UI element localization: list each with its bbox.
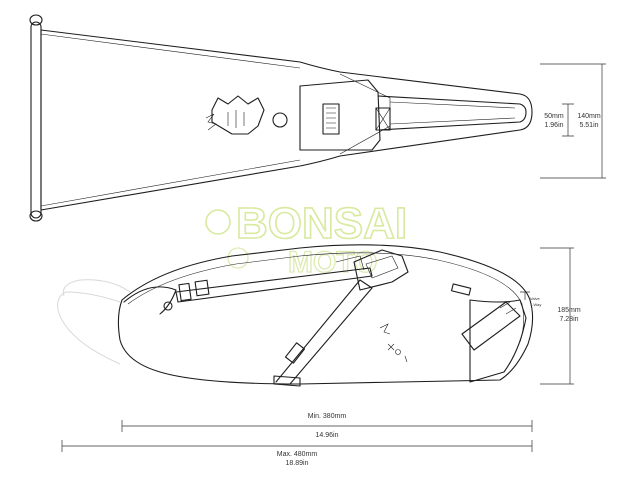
top-emblem [205, 95, 265, 135]
side-diagonal-strap-buckle [284, 342, 306, 364]
side-strap-anchor [163, 301, 173, 311]
valve-label-2: 1-Way [530, 302, 541, 307]
top-logo-patch-lines [326, 107, 336, 129]
top-tail [377, 95, 527, 131]
strap-width-in: 1.96in [544, 122, 563, 129]
top-view: 140mm 5.51in 50mm 1.96in [29, 14, 606, 222]
top-tail-inner [389, 101, 516, 125]
height-dimension: 185mm 7.28in [540, 247, 581, 385]
min-length-dimension: Min. 380mm 14.96in [121, 413, 533, 439]
side-roll-top [123, 286, 177, 315]
valve-callout: Valve 1-Way [520, 291, 541, 307]
top-width-mm: 140mm [577, 113, 601, 120]
side-strap-adjuster [194, 279, 210, 297]
top-roll-cap-bottom [29, 210, 43, 222]
cross-icon [387, 343, 395, 351]
watermark-text: BONSAI [236, 199, 407, 248]
top-width-dimension: 140mm 5.51in [540, 63, 606, 179]
dot-icon [395, 349, 401, 355]
side-mount-bracket-inner [365, 255, 399, 279]
side-strap-buckle [178, 282, 192, 302]
side-view: Valve 1-Way 185mm 7.28in Min. 380mm 14.9… [57, 244, 581, 467]
watermark: BONSAI MOTO [205, 198, 408, 280]
max-length-mm: Max. 480mm [277, 451, 318, 458]
height-in: 7.28in [559, 316, 578, 323]
top-tail-strap [339, 73, 391, 155]
top-roll-end [30, 21, 42, 219]
side-mount-tab [335, 255, 365, 271]
side-ghost-roll [62, 279, 131, 297]
top-body-outline [40, 29, 533, 211]
top-roll-cap-top [29, 14, 43, 26]
bar-icon [404, 355, 408, 363]
top-buckle [375, 107, 391, 131]
side-tail-panel [469, 299, 527, 383]
top-mount-plate [299, 79, 381, 151]
bike-icon [379, 323, 391, 335]
side-body-outline [117, 244, 534, 385]
min-length-mm: Min. 380mm [308, 413, 347, 420]
side-strap-base-clip [273, 375, 301, 387]
side-diagonal-strap [275, 279, 373, 385]
strap-width-dimension: 50mm 1.96in [544, 103, 574, 137]
top-eyelet [272, 112, 288, 128]
side-mount-bracket [353, 249, 409, 291]
height-mm: 185mm [557, 307, 581, 314]
valve-label-1: Valve [530, 296, 540, 301]
watermark-sub-text: MOTO [288, 246, 377, 279]
side-compression-strap [175, 267, 373, 303]
side-valve-detail [499, 301, 517, 315]
top-logo-patch [322, 103, 340, 135]
top-width-in: 5.51in [579, 122, 598, 129]
side-brand-patch [450, 283, 472, 296]
top-body-inner-line [40, 33, 301, 207]
strap-width-mm: 50mm [544, 113, 564, 120]
max-length-in: 18.89in [286, 460, 309, 467]
side-panel-icons [379, 323, 408, 363]
min-length-in: 14.96in [316, 432, 339, 439]
side-ghost-outline [57, 291, 121, 365]
top-buckle-cross [375, 107, 391, 131]
max-length-dimension: Max. 480mm 18.89in [61, 440, 533, 467]
side-valve [461, 301, 521, 351]
